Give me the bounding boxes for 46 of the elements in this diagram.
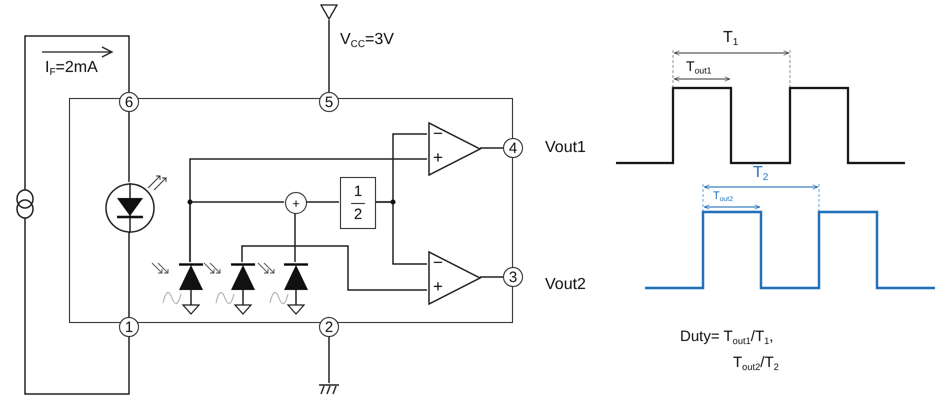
wire bbox=[24, 220, 130, 395]
input-sign: − bbox=[433, 254, 443, 271]
ground-symbol bbox=[317, 383, 341, 395]
pulse-width-label: T$_{out1}$ bbox=[686, 58, 712, 75]
fraction-digit: 2 bbox=[354, 206, 362, 224]
photodiode-symbol bbox=[178, 263, 204, 317]
photodiode-symbol bbox=[283, 263, 309, 317]
supply-terminal-symbol bbox=[320, 4, 338, 20]
pin-number-circle: 1 bbox=[119, 317, 139, 337]
current-source-symbol bbox=[15, 188, 35, 220]
pin-number-circle: 3 bbox=[503, 267, 523, 287]
output-label: Vout2 bbox=[545, 275, 586, 294]
pulse-width-label: T$_{out2}$ bbox=[713, 190, 733, 204]
input-sign: − bbox=[433, 125, 443, 142]
summing-junction: + bbox=[285, 192, 307, 214]
output-label: Vout1 bbox=[545, 138, 586, 158]
wire bbox=[128, 232, 130, 317]
fraction-digit: 1 bbox=[354, 182, 362, 200]
wire bbox=[328, 337, 330, 383]
comparator bbox=[428, 122, 481, 176]
pin-number-circle: 4 bbox=[503, 138, 523, 158]
pin-number-circle: 6 bbox=[119, 92, 139, 112]
supply-voltage-label: V$_{CC}$=3V bbox=[340, 30, 394, 50]
wire bbox=[24, 35, 130, 188]
pin-number-circle: 5 bbox=[319, 92, 339, 112]
current-label: I$_{F}$=2mA bbox=[45, 58, 98, 78]
wire bbox=[306, 201, 339, 203]
wire bbox=[480, 276, 503, 278]
input-sign: + bbox=[433, 278, 443, 295]
period-label: T$_{1}$ bbox=[723, 28, 738, 48]
period-label: T$_{2}$ bbox=[753, 163, 768, 182]
wire bbox=[128, 112, 130, 182]
wire bbox=[241, 245, 427, 291]
pin-number-circle: 2 bbox=[319, 317, 339, 337]
wire bbox=[189, 201, 284, 262]
led-symbol bbox=[105, 183, 155, 233]
wire bbox=[480, 147, 503, 149]
duty-formula: Duty= T$_{out1}$/T$_{1}$, bbox=[680, 328, 774, 346]
wire bbox=[328, 20, 330, 92]
gain-box bbox=[340, 177, 376, 229]
duty-formula: T$_{out2}$/T$_{2}$ bbox=[733, 354, 779, 372]
wire bbox=[375, 201, 427, 265]
photodiode-symbol bbox=[230, 263, 256, 317]
wire bbox=[294, 213, 296, 262]
comparator bbox=[428, 251, 481, 305]
input-sign: + bbox=[433, 149, 443, 166]
